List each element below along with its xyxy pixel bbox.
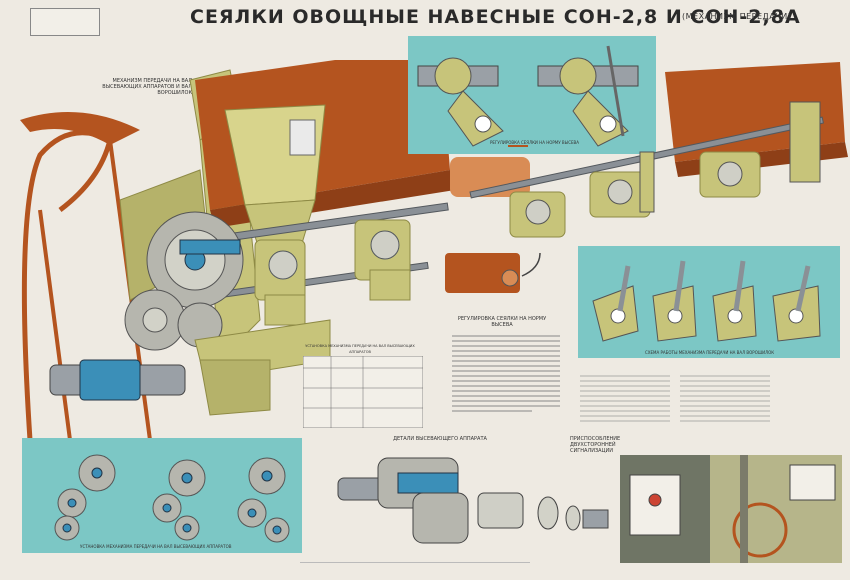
signaling-illustration (620, 455, 836, 563)
publisher-stamp (30, 8, 100, 36)
right-mechanism-illustration (450, 62, 848, 238)
gear-installation-illustration (54, 454, 290, 543)
caption-gear-installation: УСТАНОВКА МЕХАНИЗМА ПЕРЕДАЧИ НА ВАЛ ВЫСЕ… (80, 544, 232, 549)
instructions-text-lines (452, 335, 560, 412)
imprint-strip (300, 562, 530, 573)
signaling-panel (620, 455, 842, 563)
table-title: УСТАНОВКА МЕХАНИЗМА ПЕРЕДАЧИ НА ВАЛ ВЫСЕ… (305, 344, 415, 354)
seeder-details-illustration (337, 457, 609, 544)
sowing-rate-panel (408, 36, 656, 154)
gear-installation-panel (22, 438, 302, 553)
poster-title: СЕЯЛКИ ОВОЩНЫЕ НАВЕСНЫЕ СОН-2,8 И СОН-2,… (190, 6, 801, 28)
agitator-scheme-panel (578, 246, 840, 358)
sowing-rate-illustration (417, 45, 639, 147)
poster-subtitle: (МЕХАНИЗМ ПЕРЕДАЧИ) (682, 12, 792, 21)
caption-signaling: ПРИСПОСОБЛЕНИЕ ДВУХСТОРОННЕЙ СИГНАЛИЗАЦИ… (570, 436, 621, 454)
legend-lines (580, 375, 770, 422)
main-mechanism-illustration (20, 60, 455, 440)
legend-list (580, 372, 840, 428)
caption-agitator-scheme: СХЕМА РАБОТЫ МЕХАНИЗМА ПЕРЕДАЧИ НА ВАЛ В… (645, 350, 775, 355)
latch-detail-illustration (445, 252, 541, 293)
settings-table (303, 356, 423, 428)
caption-sowing-rate: РЕГУЛИРОВКА СЕЯЛКИ НА НОРМУ ВЫСЕВА (490, 140, 579, 145)
caption-seeder-details: ДЕТАЛИ ВЫСЕВАЮЩЕГО АППАРАТА (393, 436, 487, 442)
caption-main-mechanism: МЕХАНИЗМ ПЕРЕДАЧИ НА ВАЛ ВЫСЕВАЮЩИХ АППА… (102, 78, 192, 96)
instructions-text-block (452, 332, 562, 422)
caption-sowing-rate-setting: РЕГУЛИРОВКА СЕЯЛКИ НА НОРМУ ВЫСЕВА (457, 316, 547, 328)
agitator-scheme-illustration (592, 260, 821, 342)
